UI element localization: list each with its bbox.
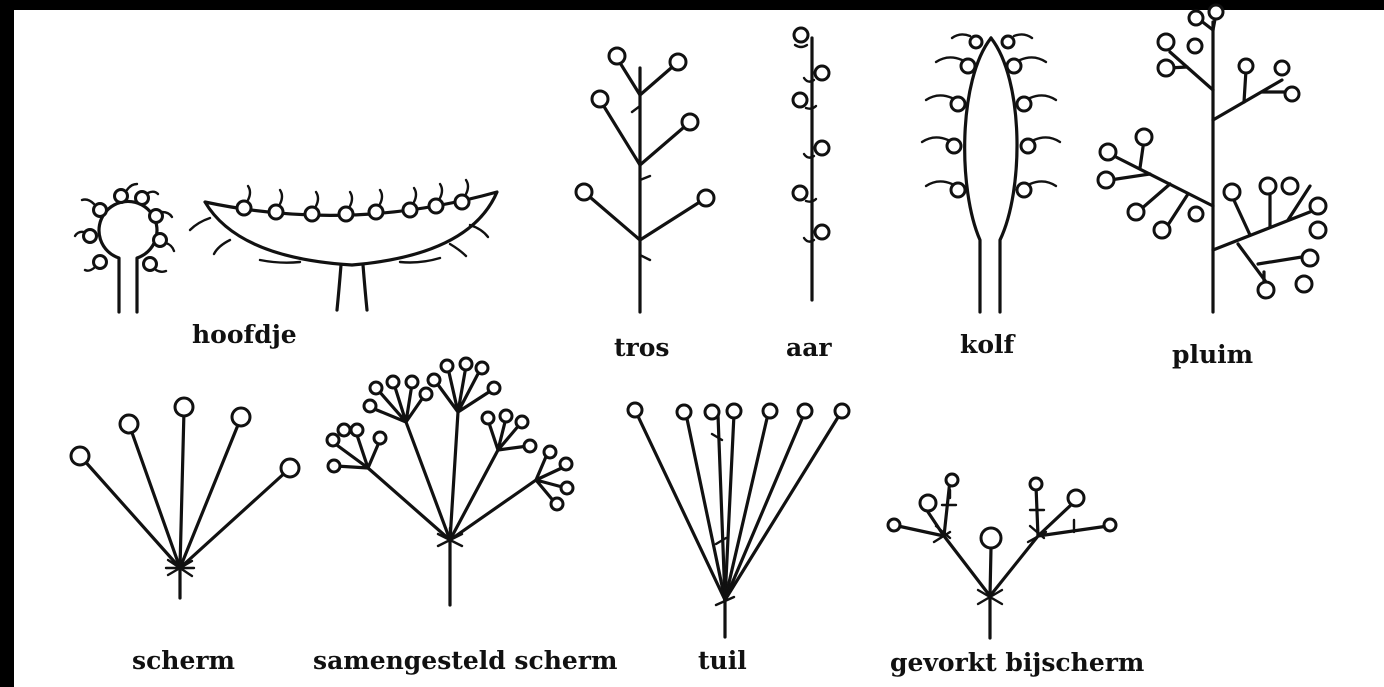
label-kolf: kolf — [960, 330, 1014, 359]
label-pluim: pluim — [1172, 340, 1253, 369]
scherm-figure — [71, 398, 299, 598]
gevorkt-bijscherm-figure — [888, 474, 1116, 638]
label-aar: aar — [786, 333, 832, 362]
aar-figure — [793, 28, 829, 300]
tros-figure — [576, 48, 714, 312]
label-hoofdje: hoofdje — [192, 320, 297, 349]
kolf-florets — [922, 34, 1060, 197]
kolf-figure — [922, 34, 1060, 312]
hoofdje-flat-figure — [190, 180, 497, 310]
label-scherm: scherm — [132, 646, 235, 675]
pluim-figure — [1098, 5, 1326, 312]
sub-umbel-e — [536, 446, 573, 510]
label-samengesteld-scherm: samengesteld scherm — [313, 646, 617, 675]
tuil-figure — [628, 403, 849, 637]
label-tros: tros — [614, 333, 669, 362]
label-gevorkt-bijscherm: gevorkt bijscherm — [890, 648, 1144, 677]
sub-umbel-d — [482, 410, 536, 452]
sub-umbel-c — [428, 358, 500, 412]
sub-umbel-b — [364, 376, 432, 422]
samengesteld-scherm-figure — [327, 358, 573, 605]
label-tuil: tuil — [698, 646, 747, 675]
hoofdje-small-figure — [75, 184, 174, 312]
hoofdje-flat-florets — [237, 180, 469, 221]
sub-umbel-a — [327, 424, 386, 472]
hoofdje-small-florets — [75, 184, 174, 272]
